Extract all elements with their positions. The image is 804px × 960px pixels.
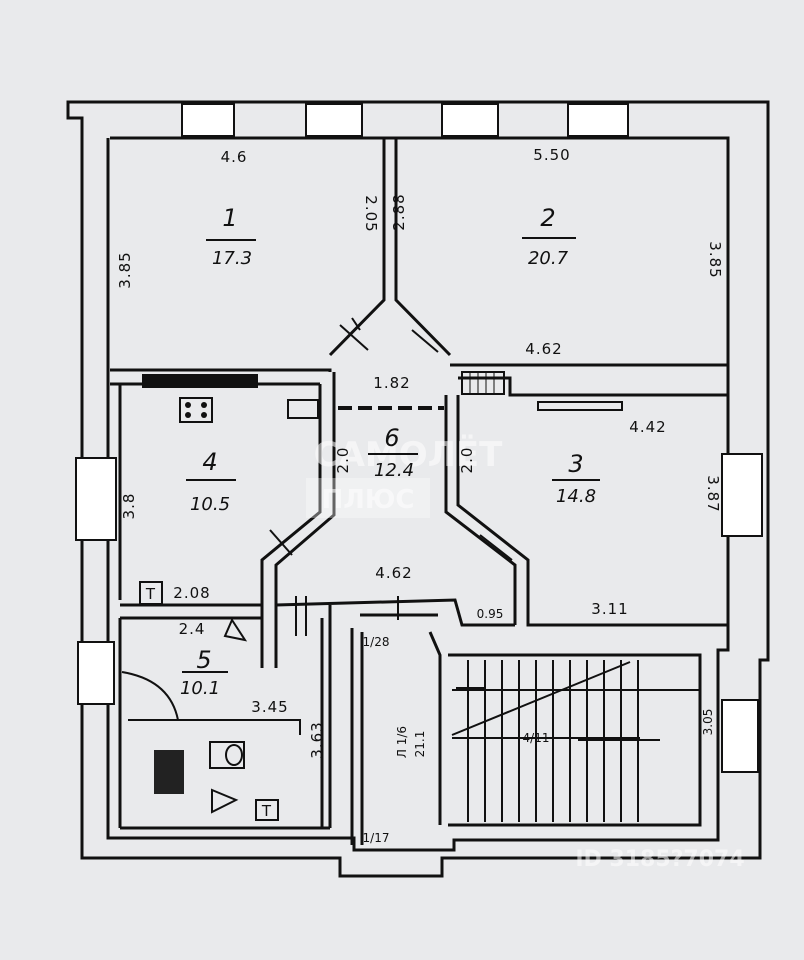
dim-r5-top: 2.4 (179, 620, 206, 638)
dim-r2-top: 5.50 (533, 146, 570, 164)
staircase (451, 660, 700, 822)
dim-r3-top: 4.42 (629, 418, 666, 436)
dim-hall-width: 1.82 (373, 374, 410, 392)
dim-stair-right: 3.05 (701, 709, 715, 736)
room4-number: 4 (202, 448, 217, 476)
basin-icon (211, 788, 239, 814)
room3-shelf (537, 401, 623, 411)
dim-r3-bottom: 3.11 (591, 600, 628, 618)
watermark-id: ID 3185?7074 (575, 847, 744, 872)
room6-area: 12.4 (374, 460, 414, 481)
dim-r1-top: 4.6 (221, 148, 248, 166)
dimension-labels: 4.6 3.85 2.05 5.50 2.88 3.85 4.62 1.82 2… (116, 146, 724, 845)
room2-number: 2 (540, 204, 555, 232)
room1-area: 17.3 (212, 248, 252, 269)
dim-stair-width: 4/11 (523, 731, 550, 745)
room5-area: 10.1 (180, 678, 220, 699)
dim-step-small: 0.95 (477, 607, 504, 621)
room3-number: 3 (568, 450, 583, 478)
window-room2-right (567, 103, 629, 137)
dim-r1-left: 3.85 (116, 251, 134, 288)
window-room2-left (441, 103, 499, 137)
room2-area: 20.7 (528, 248, 569, 269)
toilet-tag-2: T (261, 802, 272, 820)
dim-r2-right: 3.85 (706, 241, 724, 278)
dim-r4-left: 3.8 (120, 493, 138, 520)
fixtures (139, 371, 623, 821)
window-room4 (75, 457, 117, 541)
window-room1 (181, 103, 235, 137)
stair-room-number: Л 1/6 (395, 726, 409, 758)
stove-icon (179, 397, 213, 423)
doors (121, 317, 513, 735)
t-box-1 (139, 581, 163, 605)
window-room5 (77, 641, 115, 705)
radiator-icon (461, 371, 505, 395)
dim-r4-bottom: 2.08 (173, 584, 210, 602)
toilet-tag-1: T (145, 585, 156, 603)
kitchen-counter (142, 374, 258, 388)
t-box-2 (255, 799, 279, 821)
dim-r5-inner: 3.45 (251, 698, 288, 716)
window-room1-right (305, 103, 363, 137)
room3-area: 14.8 (556, 486, 596, 507)
window-room3 (721, 453, 763, 537)
room4-area: 10.5 (190, 494, 230, 515)
room1-number: 1 (222, 204, 237, 232)
dim-r3-right: 3.87 (704, 475, 722, 512)
room-labels: 1 17.3 2 20.7 3 14.8 4 10.5 5 10.1 6 12.… (180, 204, 600, 758)
dim-r1-right: 2.05 (362, 195, 380, 232)
dim-entry-small: 1/17 (363, 831, 390, 845)
stair-room-area: 21.1 (413, 731, 427, 758)
bathtub-icon (154, 750, 184, 794)
toilet-icon (209, 741, 245, 769)
interior-walls (110, 138, 728, 845)
dim-r5-right: 3.63 (308, 721, 326, 758)
sink-icon (287, 399, 319, 419)
room5-number: 5 (196, 646, 211, 674)
dim-hall-bottom: 4.62 (375, 564, 412, 582)
vent-icon (223, 617, 248, 642)
room6-number: 6 (384, 424, 399, 452)
window-stair (721, 699, 759, 773)
dim-stair-landing: 1/28 (363, 635, 390, 649)
dim-r2-bottom: 4.62 (525, 340, 562, 358)
watermark-line2: ПЛЮС (322, 485, 415, 515)
dim-r2-left: 2.88 (390, 193, 408, 230)
windows (75, 103, 763, 773)
dim-hall-left: 2.0 (334, 447, 352, 474)
dim-hall-right: 2.0 (458, 447, 476, 474)
